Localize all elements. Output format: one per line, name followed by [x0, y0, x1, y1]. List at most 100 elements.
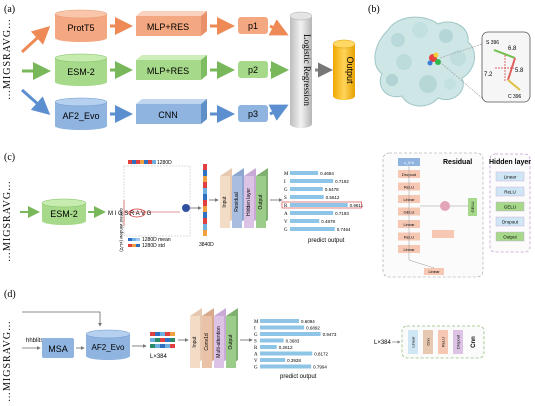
- cnn-block-label: Linear: [411, 336, 416, 348]
- cnn-block-label: ReLU: [441, 337, 446, 347]
- layer-residual-c: Residual: [234, 192, 240, 211]
- residual-add-node: [440, 201, 450, 211]
- residual-block-0: x_0^k: [404, 160, 414, 165]
- af2evo-label-d: AF2_Evo: [92, 343, 125, 352]
- af2evo-cylinder-d: AF2_Evo: [85, 329, 131, 360]
- pred-value: 0.9611: [350, 203, 364, 208]
- evo-embedding: [150, 332, 175, 348]
- distance-label-2: 7.2: [484, 72, 493, 78]
- hidden-block: [495, 201, 525, 212]
- pred-aa-label: M: [284, 172, 289, 177]
- pred-value: 0.7994: [313, 365, 327, 370]
- residual-linear-b: [432, 230, 454, 238]
- dim-mean-label: 1280D mean: [142, 237, 171, 243]
- protein-surface: [374, 16, 476, 107]
- output-cylinder: Output: [332, 39, 356, 100]
- pred-highlight: [281, 201, 362, 209]
- residual-block-label: Dropout: [402, 172, 417, 177]
- residue-label-1: S 396: [486, 40, 499, 46]
- mlp-res-box-2: MLP+RES: [136, 55, 207, 80]
- hidden-block-label: Output: [503, 235, 517, 240]
- pred-aa-label: G: [284, 228, 288, 233]
- center-residue-marker: [128, 208, 146, 218]
- seq-label-c: M I G S R A V G: [108, 211, 152, 217]
- p1-label: p1: [248, 21, 258, 31]
- hidden-block: [495, 171, 525, 182]
- p3-box: [238, 105, 268, 122]
- cnn-block: [408, 330, 418, 354]
- residual-block-label: Linear: [403, 247, 415, 252]
- pred-aa-label: S: [284, 196, 287, 201]
- layer-output-d: Output: [228, 334, 234, 350]
- pred-value: 0.6094: [301, 319, 315, 324]
- msa-label: MSA: [48, 344, 68, 354]
- p2-box: [238, 61, 268, 78]
- pred-bar: [290, 227, 335, 231]
- pred-aa-label: R: [254, 346, 258, 351]
- pred-bar: [260, 332, 321, 336]
- cnn-block: [453, 330, 463, 354]
- pred-value: 0.2612: [279, 345, 293, 350]
- embedding-matrix: [123, 165, 191, 237]
- cnn-block: [438, 330, 448, 354]
- pred-aa-label: G: [284, 188, 288, 193]
- hidden-block-label: Dropout: [502, 220, 519, 225]
- mlp-res-label-1: MLP+RES: [147, 22, 189, 32]
- layer-conv1d-d: Conv1d: [204, 333, 210, 350]
- panel-label-b: (b): [368, 4, 380, 15]
- pred-aa-label: V: [284, 220, 288, 225]
- concat-dim-label: 3840D: [199, 242, 214, 248]
- residual-block-label: Linear: [403, 197, 415, 202]
- output-label: Output: [345, 56, 355, 84]
- logistic-regression-cylinder: Logistic Regression: [289, 11, 313, 128]
- esm2-cylinder-c: ESM-2: [41, 198, 87, 225]
- panel-label-c: (c): [4, 152, 15, 163]
- pred-bar: [290, 179, 334, 183]
- pred-aa-label: V: [254, 359, 258, 364]
- arrow-seq-af2-d: [22, 311, 102, 327]
- residual-out-label: Linear: [428, 269, 440, 274]
- pred-value: 0.5612: [326, 195, 340, 200]
- pred-bar: [290, 203, 348, 207]
- logistic-label: Logistic Regression: [302, 34, 312, 106]
- residual-block-label: Linear: [403, 222, 415, 227]
- zoom-line-bottom: [439, 61, 483, 99]
- pred-bar: [260, 351, 313, 356]
- layer-input-c: Input: [222, 196, 228, 208]
- pred-bar: [260, 364, 312, 369]
- p2-label: p2: [248, 65, 258, 75]
- pred-value: 0.3928: [287, 358, 301, 363]
- pred-aa-label: M: [254, 320, 259, 325]
- pred-aa-label: G: [254, 333, 258, 338]
- cnn-label: CNN: [158, 110, 178, 120]
- af2evo-label: AF2_Evo: [62, 111, 99, 121]
- concat-vector: [203, 164, 207, 236]
- pred-value: 0.4684: [320, 171, 334, 176]
- layer-input-d: Input: [192, 336, 198, 348]
- panel-label-a: (a): [4, 4, 15, 15]
- pred-value: 0.5478: [325, 187, 339, 192]
- hidden-title: Hidden layer: [489, 159, 531, 166]
- cnn-box: CNN: [136, 99, 207, 124]
- pred-value: 0.4878: [321, 219, 335, 224]
- prott5-label: ProtT5: [67, 23, 94, 33]
- pred-value: 0.9473: [323, 332, 337, 337]
- cnn-block-label: Dropout: [456, 334, 461, 349]
- cnn-title: Cnn: [471, 336, 477, 348]
- pred-label-c: predict output: [308, 238, 345, 244]
- prott5-cylinder: ProtT5: [54, 9, 108, 42]
- pred-bar: [260, 345, 277, 349]
- pred-aa-label: G: [254, 366, 258, 371]
- pred-value: 0.7464: [337, 227, 351, 232]
- residual-diagram: Residual x_0^k DropoutReLULinearGELULine…: [382, 152, 484, 278]
- pred-label-d: predict output: [280, 374, 317, 380]
- pred-bar: [260, 358, 286, 362]
- embedding-top-strip: [128, 160, 156, 164]
- distance-label-1: 6.8: [508, 46, 517, 52]
- esm2-label: ESM-2: [67, 67, 95, 77]
- arrow-seq-prott5: [20, 25, 51, 54]
- pred-bar: [290, 171, 319, 175]
